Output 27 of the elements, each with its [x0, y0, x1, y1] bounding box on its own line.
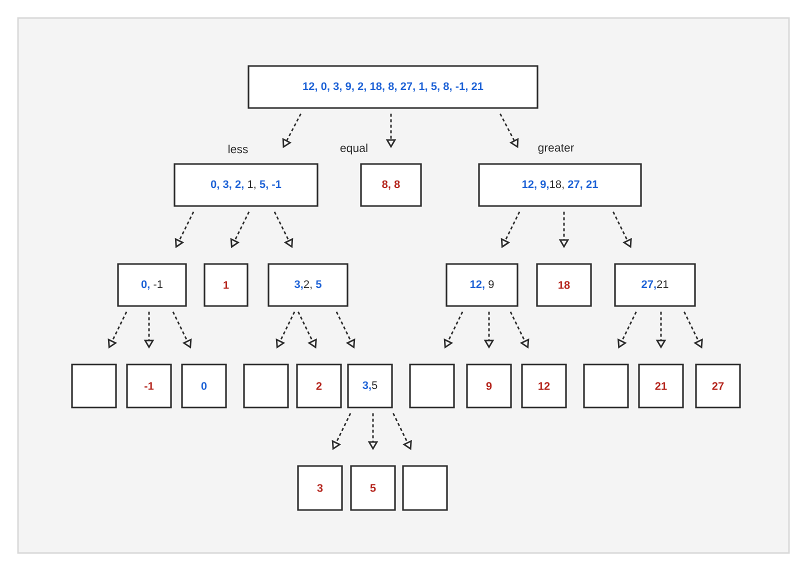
- value-box: 27,21: [614, 263, 696, 307]
- value-box: 0, 3, 2, 1, 5, -1: [174, 163, 318, 207]
- value-box: 8, 8: [360, 163, 422, 207]
- value-box: 2: [296, 364, 342, 408]
- value-box: 0: [181, 364, 227, 408]
- value-box: 12, 0, 3, 9, 2, 18, 8, 27, 1, 5, 8, -1, 21: [248, 65, 538, 109]
- value-box: 27: [695, 364, 741, 408]
- value-box: 21: [638, 364, 684, 408]
- value-box: 3,5: [347, 364, 393, 408]
- edge-label: equal: [338, 142, 370, 156]
- value-box: 1: [204, 263, 248, 307]
- empty-box: [71, 364, 117, 408]
- empty-box: [402, 465, 448, 511]
- value-box: 12: [521, 364, 567, 408]
- value-box: 3: [297, 465, 343, 511]
- edge-label: greater: [536, 143, 576, 155]
- empty-box: [583, 364, 629, 408]
- empty-box: [243, 364, 289, 408]
- value-box: 3,2, 5: [268, 263, 348, 307]
- value-box: 9: [466, 364, 512, 408]
- empty-box: [409, 364, 455, 408]
- value-box: 5: [350, 465, 396, 511]
- value-box: 18: [536, 263, 592, 307]
- value-box: 12, 9: [446, 263, 518, 307]
- value-box: 0, -1: [117, 263, 187, 307]
- value-box: 12, 9,18, 27, 21: [478, 163, 642, 207]
- value-box: -1: [126, 364, 172, 408]
